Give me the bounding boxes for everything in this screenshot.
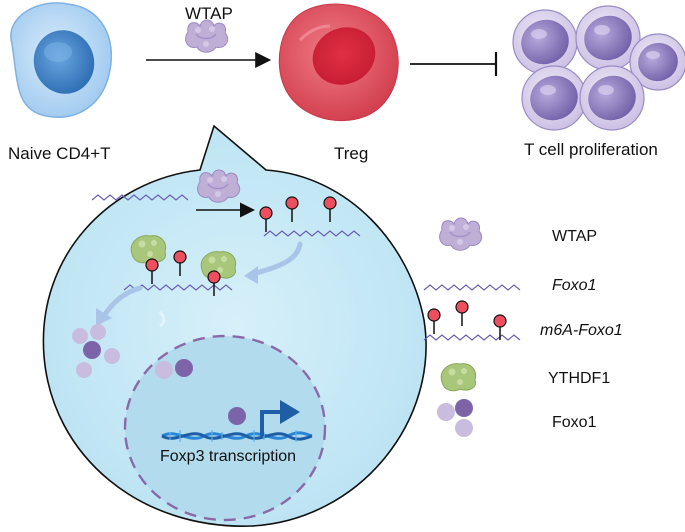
- legend-label-wtap: WTAP: [552, 228, 598, 245]
- foxo1-protein-cluster: [72, 324, 120, 378]
- ythdf1-protein-icon: [130, 235, 167, 264]
- foxp3-transcription-label: Foxp3 transcription: [160, 448, 297, 465]
- translation-arrow: [101, 285, 143, 319]
- foxp3-dna-icon: [161, 430, 313, 442]
- legend-label-foxo1-protein: Foxo1: [552, 414, 597, 431]
- wtap-induction-arrow: [146, 19, 272, 68]
- treg-cell-icon: [278, 3, 399, 122]
- legend-label-ythdf1: YTHDF1: [548, 370, 611, 387]
- wtap-protein-icon: [196, 169, 241, 203]
- transcription-start-arrow-icon: [260, 400, 300, 436]
- nuclear-foxo1-proteins: [155, 359, 246, 425]
- wtap-arrow-label: WTAP: [185, 4, 233, 23]
- naive-cd4-t-cell-icon: [10, 2, 112, 118]
- m6a-foxo1-mrna: [259, 196, 361, 237]
- legend-wtap-icon: [438, 217, 483, 251]
- wtap-protein-icon: [184, 19, 229, 53]
- ythdf1-bound-mrna: [123, 235, 237, 297]
- legend-label-m6a-foxo1: m6A-Foxo1: [540, 322, 623, 339]
- legend-foxo1-mrna-icon: [423, 284, 521, 291]
- naive-cd4-t-label: Naive CD4+T: [8, 144, 111, 163]
- legend-ythdf1-icon: [440, 363, 477, 392]
- legend-label-foxo1-mrna: Foxo1: [552, 277, 597, 294]
- legend-m6a-foxo1-icon: [423, 300, 521, 341]
- inhibition-arrow: [410, 52, 498, 76]
- proliferating-t-cells-icon: [512, 5, 685, 131]
- t-cell-proliferation-label: T cell proliferation: [524, 140, 658, 159]
- recognition-arrowhead: [244, 266, 258, 284]
- legend-foxo1-protein-icon: [437, 399, 473, 437]
- recognition-arrow: [249, 241, 303, 277]
- nucleus: [123, 334, 327, 522]
- translation-arrowhead: [96, 308, 112, 326]
- legend: [423, 217, 521, 437]
- treg-label: Treg: [334, 144, 369, 163]
- foxo1-mrna-unmodified: [91, 194, 189, 201]
